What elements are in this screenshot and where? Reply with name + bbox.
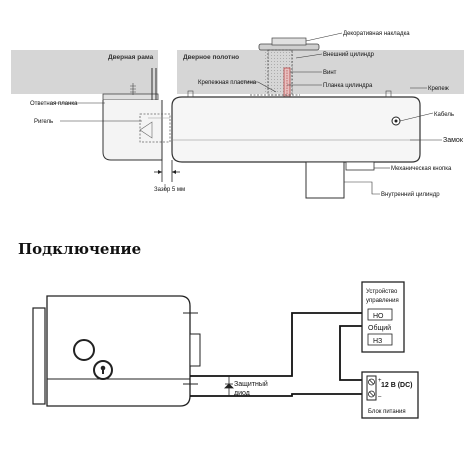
label-fastener: Крепеж xyxy=(428,86,449,92)
label-gap: Зазор 5 мм xyxy=(154,187,185,193)
gap-marker xyxy=(154,160,180,182)
label-inner-cylinder: Внутренний цилиндр xyxy=(381,191,440,198)
bolt xyxy=(139,113,171,143)
label-lock: Замок xyxy=(443,137,464,144)
label-door-frame: Дверная рама xyxy=(108,54,154,61)
label-control-device-2: управления xyxy=(366,298,399,304)
label-decor-cover: Декоративная накладка xyxy=(343,31,410,37)
label-diode-1: Защитный xyxy=(234,380,268,388)
section-title: Подключение xyxy=(18,240,142,258)
label-outer-cylinder: Внешний цилиндр xyxy=(323,51,375,58)
label-control-device-1: Устройство xyxy=(366,288,398,295)
label-cable: Кабель xyxy=(434,112,454,118)
protective-diode xyxy=(224,376,234,396)
label-nc: НЗ xyxy=(373,338,382,345)
inner-cylinder xyxy=(305,161,345,199)
wiring-lock-body xyxy=(46,295,191,407)
label-mounting-plate: Крепежная пластина xyxy=(198,80,257,86)
label-cylinder-plate: Планка цилиндра xyxy=(323,83,373,89)
label-screw: Винт xyxy=(323,70,337,76)
label-mech-button: Механическая кнопка xyxy=(391,166,452,172)
door-frame xyxy=(11,50,158,94)
label-no: НО xyxy=(373,313,384,320)
label-bolt: Ригель xyxy=(34,119,53,125)
label-strike-plate: Ответная планка xyxy=(30,101,78,107)
label-voltage: 12 В (DC) xyxy=(381,382,413,389)
wiring-lock-back xyxy=(32,307,46,405)
mech-button xyxy=(345,161,375,171)
label-plus: + xyxy=(378,378,382,384)
label-minus: – xyxy=(378,394,382,400)
lock-body xyxy=(171,96,421,163)
label-diode-2: диод xyxy=(234,390,250,397)
label-door-leaf: Дверное полотно xyxy=(183,54,239,61)
label-common: Общий xyxy=(368,324,391,332)
wiring-lock-button xyxy=(73,339,95,361)
label-psu: Блок питания xyxy=(368,409,406,415)
